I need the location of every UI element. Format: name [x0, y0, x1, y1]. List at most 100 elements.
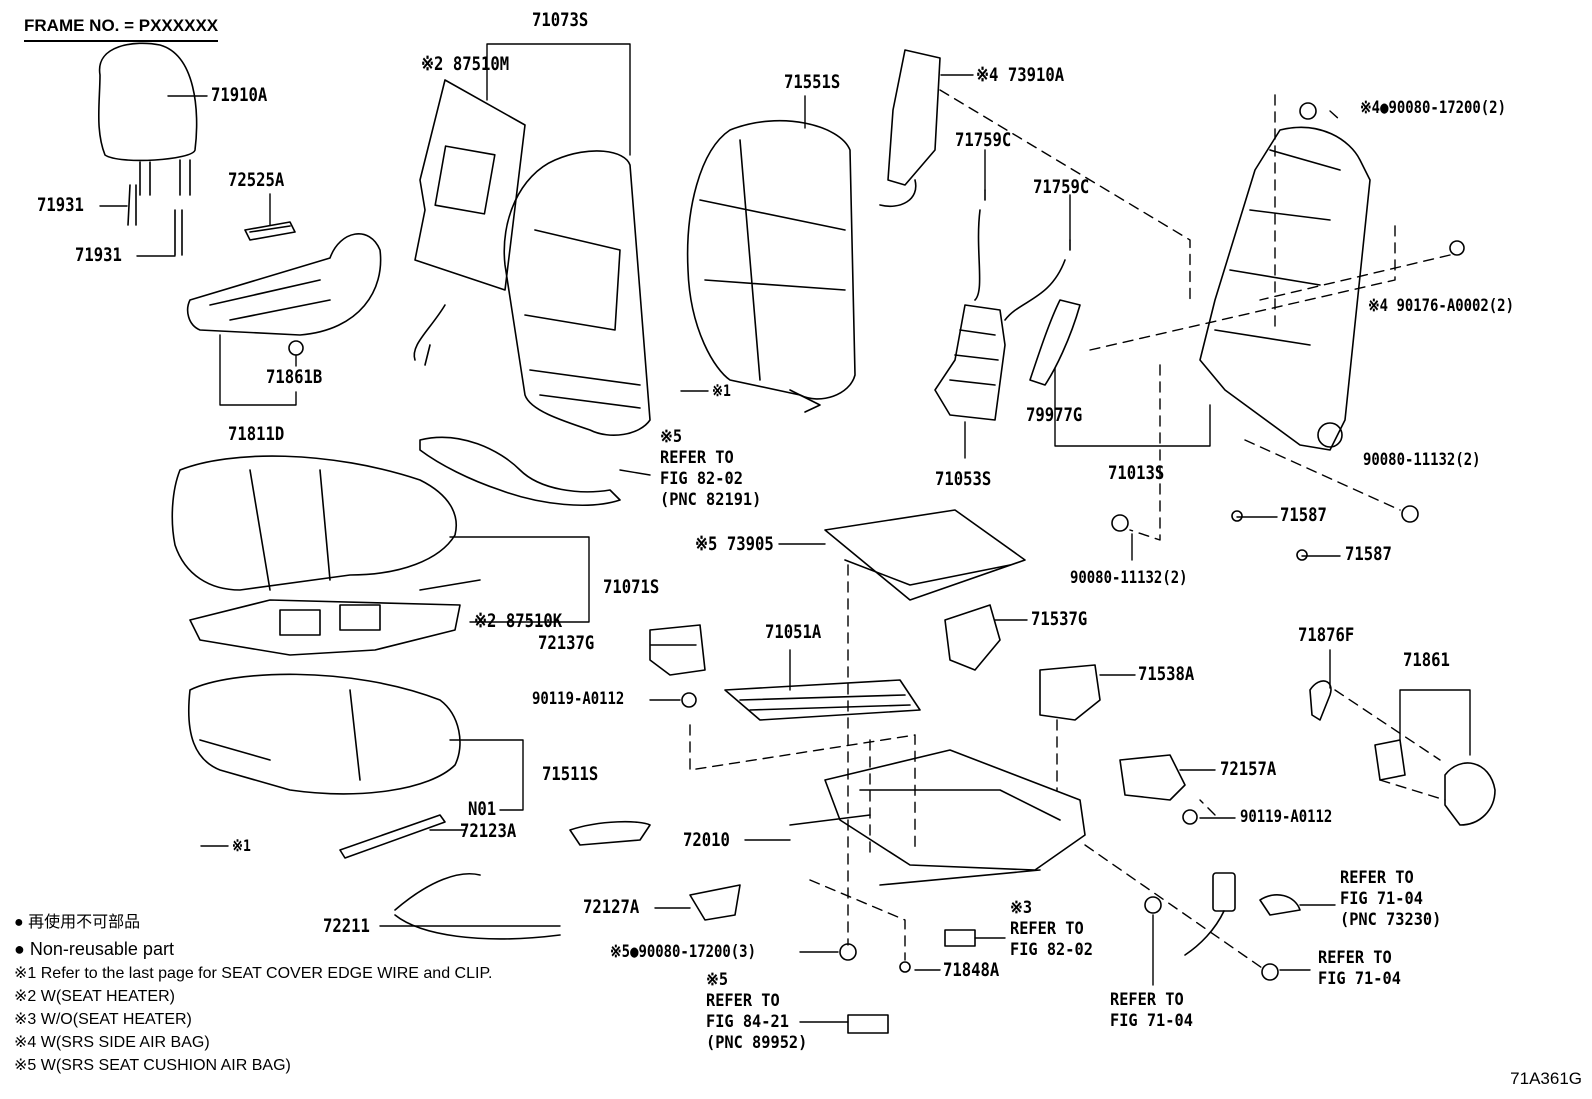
part-label-87510M[interactable]: ※2 87510M — [421, 53, 510, 75]
part-label-71551S[interactable]: 71551S — [784, 71, 841, 93]
pad-79977G-drawing — [1029, 299, 1081, 386]
part-label-71910A[interactable]: 71910A — [211, 84, 268, 106]
ref-line: REFER TO — [706, 991, 780, 1011]
note-marker-1: ※1 — [712, 381, 731, 400]
shield-71811D-drawing — [186, 233, 382, 356]
ref-fig: FIG 82-02 — [1010, 940, 1093, 960]
refer-to-fig-71-04-pnc-73230[interactable]: REFER TO FIG 71-04 (PNC 73230) — [1340, 868, 1441, 931]
dashed-assembly-lines — [689, 89, 1451, 971]
part-label-72137G[interactable]: 72137G — [538, 632, 595, 654]
part-label-90119-A0112[interactable]: 90119-A0112 — [1240, 807, 1333, 827]
part-label-71538A[interactable]: 71538A — [1138, 663, 1195, 685]
part-label-72123A[interactable]: 72123A — [460, 820, 517, 842]
part-label-90080-11132[interactable]: 90080-11132(2) — [1070, 568, 1188, 588]
part-label-72211[interactable]: 72211 — [323, 915, 370, 937]
note-marker-1: ※1 — [232, 836, 251, 855]
part-label-90080-17200-3[interactable]: ※5●90080-17200(3) — [610, 942, 756, 962]
part-label-72525A[interactable]: 72525A — [228, 169, 285, 191]
wire-72123A-drawing — [339, 814, 651, 859]
part-label-73905[interactable]: ※5 73905 — [695, 533, 774, 555]
part-label-90119-A0112[interactable]: 90119-A0112 — [532, 689, 625, 709]
part-label-71537G[interactable]: 71537G — [1031, 608, 1088, 630]
leader-lines — [99, 43, 1471, 1023]
legend-note-5: ※5 W(SRS SEAT CUSHION AIR BAG) — [14, 1057, 291, 1074]
seatback-pad-drawing — [686, 119, 856, 413]
ref-fig: FIG 71-04 — [1340, 889, 1423, 909]
seatback-frame-drawing — [1199, 126, 1371, 451]
part-label-N01[interactable]: N01 — [468, 798, 497, 820]
part-label-71861[interactable]: 71861 — [1403, 649, 1450, 671]
part-label-71759C[interactable]: 71759C — [1033, 176, 1090, 198]
refer-to-fig-71-04[interactable]: REFER TO FIG 71-04 — [1318, 948, 1401, 990]
part-label-87510K[interactable]: ※2 87510K — [474, 610, 563, 632]
seatback-cover-drawing — [503, 150, 651, 436]
ref-line: REFER TO — [1318, 948, 1392, 968]
ref-note-marker: ※5 — [706, 970, 729, 990]
part-label-71053S[interactable]: 71053S — [935, 468, 992, 490]
part-label-71931[interactable]: 71931 — [37, 194, 84, 216]
part-label-90080-17200-2[interactable]: ※4●90080-17200(2) — [1360, 98, 1506, 118]
frame-number: FRAME NO. = PXXXXXX — [24, 16, 219, 42]
part-label-71861B[interactable]: 71861B — [266, 366, 323, 388]
lumbar-71053S-drawing — [934, 304, 1006, 421]
part-label-71876F[interactable]: 71876F — [1298, 624, 1355, 646]
part-label-71073S[interactable]: 71073S — [532, 9, 589, 31]
part-label-71931[interactable]: 71931 — [75, 244, 122, 266]
seatback-heater-drawing — [413, 79, 526, 366]
part-label-72010[interactable]: 72010 — [683, 829, 730, 851]
part-label-71051A[interactable]: 71051A — [765, 621, 822, 643]
cover-71537G-drawing — [944, 604, 1001, 671]
cushion-heater-drawing — [189, 579, 481, 656]
refer-to-fig-82-02[interactable]: ※3 REFER TO FIG 82-02 — [1010, 898, 1093, 961]
ref-fig: FIG 84-21 — [706, 1012, 789, 1032]
part-label-72127A[interactable]: 72127A — [583, 896, 640, 918]
cover-72157A-drawing — [1119, 754, 1186, 801]
part-label-71071S[interactable]: 71071S — [603, 576, 660, 598]
part-label-90080-11132[interactable]: 90080-11132(2) — [1363, 450, 1481, 470]
legend-note-2: ※2 W(SEAT HEATER) — [14, 988, 175, 1005]
part-label-71848A[interactable]: 71848A — [943, 959, 1000, 981]
cushion-pad-drawing — [188, 673, 461, 795]
heater-harness-drawing — [419, 436, 621, 506]
legend-note-4: ※4 W(SRS SIDE AIR BAG) — [14, 1034, 210, 1051]
part-label-71511S[interactable]: 71511S — [542, 763, 599, 785]
ref-fig: FIG 82-02 — [660, 469, 743, 489]
part-label-79977G[interactable]: 79977G — [1026, 404, 1083, 426]
side-airbag-drawing — [879, 49, 941, 207]
refer-to-fig-82-02-pnc-82191[interactable]: ※5 REFER TO FIG 82-02 (PNC 82191) — [660, 427, 761, 511]
legend-non-reusable-en: ● Non-reusable part — [14, 939, 174, 959]
part-label-73910A[interactable]: ※4 73910A — [976, 64, 1065, 86]
ref-line: REFER TO — [1340, 868, 1414, 888]
legend-non-reusable-jp: ● 再使用不可部品 — [14, 914, 141, 931]
refer-to-fig-71-04[interactable]: REFER TO FIG 71-04 — [1110, 990, 1193, 1032]
part-label-71759C[interactable]: 71759C — [955, 129, 1012, 151]
part-label-72157A[interactable]: 72157A — [1220, 758, 1277, 780]
connector-89952-drawing — [847, 1014, 889, 1034]
part-label-90176-A0002[interactable]: ※4 90176-A0002(2) — [1368, 296, 1514, 316]
ref-fig: FIG 71-04 — [1110, 1011, 1193, 1031]
ref-note-marker: ※3 — [1010, 898, 1033, 918]
cover-71876F-drawing — [1309, 680, 1332, 721]
legend-note-1: ※1 Refer to the last page for SEAT COVER… — [14, 965, 493, 982]
ref-pnc: (PNC 89952) — [706, 1033, 808, 1053]
cover-72127A-drawing — [689, 884, 741, 921]
part-label-71587[interactable]: 71587 — [1280, 504, 1327, 526]
cover-72137G-drawing — [649, 624, 706, 676]
harness-71759C-drawing — [974, 189, 1071, 321]
part-label-71013S[interactable]: 71013S — [1108, 462, 1165, 484]
connector-8202-drawing — [944, 929, 976, 947]
refer-to-fig-84-21[interactable]: ※5 REFER TO FIG 84-21 (PNC 89952) — [706, 970, 807, 1054]
cushion-cover-drawing — [171, 455, 457, 591]
cover-71861-drawing — [1374, 739, 1496, 826]
part-label-71811D[interactable]: 71811D — [228, 423, 285, 445]
ref-pnc: (PNC 82191) — [660, 490, 762, 510]
cushion-airbag-drawing — [824, 509, 1026, 601]
part-label-71587[interactable]: 71587 — [1345, 543, 1392, 565]
ref-pnc: (PNC 73230) — [1340, 910, 1442, 930]
buckle-drawing — [1144, 872, 1301, 956]
cover-72525A-drawing — [244, 221, 296, 241]
fasteners-drawing — [681, 102, 1465, 981]
wire-72211-drawing — [394, 873, 561, 940]
